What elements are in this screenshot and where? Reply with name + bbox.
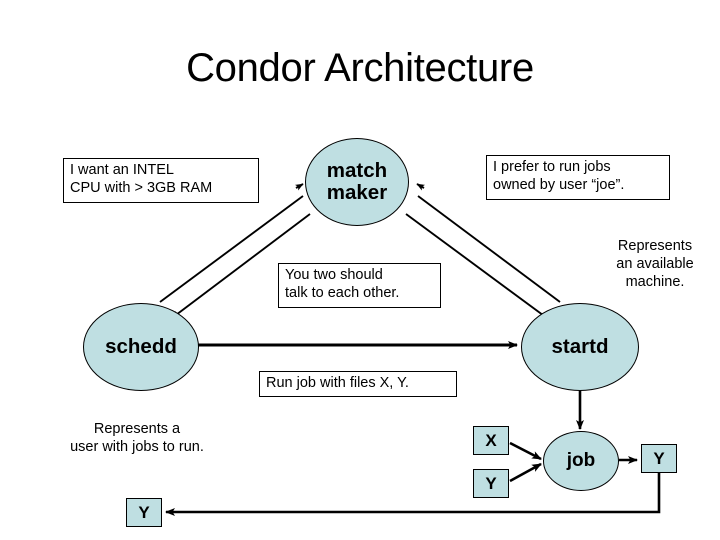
file-box-output-y[interactable]: Y — [641, 444, 677, 473]
node-job[interactable]: job — [543, 431, 619, 491]
annotation-user-with-jobs: Represents a user with jobs to run. — [70, 421, 204, 455]
callout-joe-preference: I prefer to run jobs owned by user “joe”… — [486, 155, 670, 200]
file-box-input-x[interactable]: X — [473, 426, 509, 455]
annotation-available-machine: Represents an available machine. — [616, 238, 694, 290]
node-schedd[interactable]: schedd — [83, 303, 199, 391]
callout-talk-to-each-other: You two should talk to each other. — [278, 263, 441, 308]
callout-run-job-with-files: Run job with files X, Y. — [259, 371, 457, 397]
node-match-maker[interactable]: match maker — [305, 138, 409, 226]
file-box-returned-y[interactable]: Y — [126, 498, 162, 527]
page-title: Condor Architecture — [186, 46, 534, 90]
file-box-input-y[interactable]: Y — [473, 469, 509, 498]
callout-intel-request: I want an INTEL CPU with > 3GB RAM — [63, 158, 259, 203]
node-startd[interactable]: startd — [521, 303, 639, 391]
